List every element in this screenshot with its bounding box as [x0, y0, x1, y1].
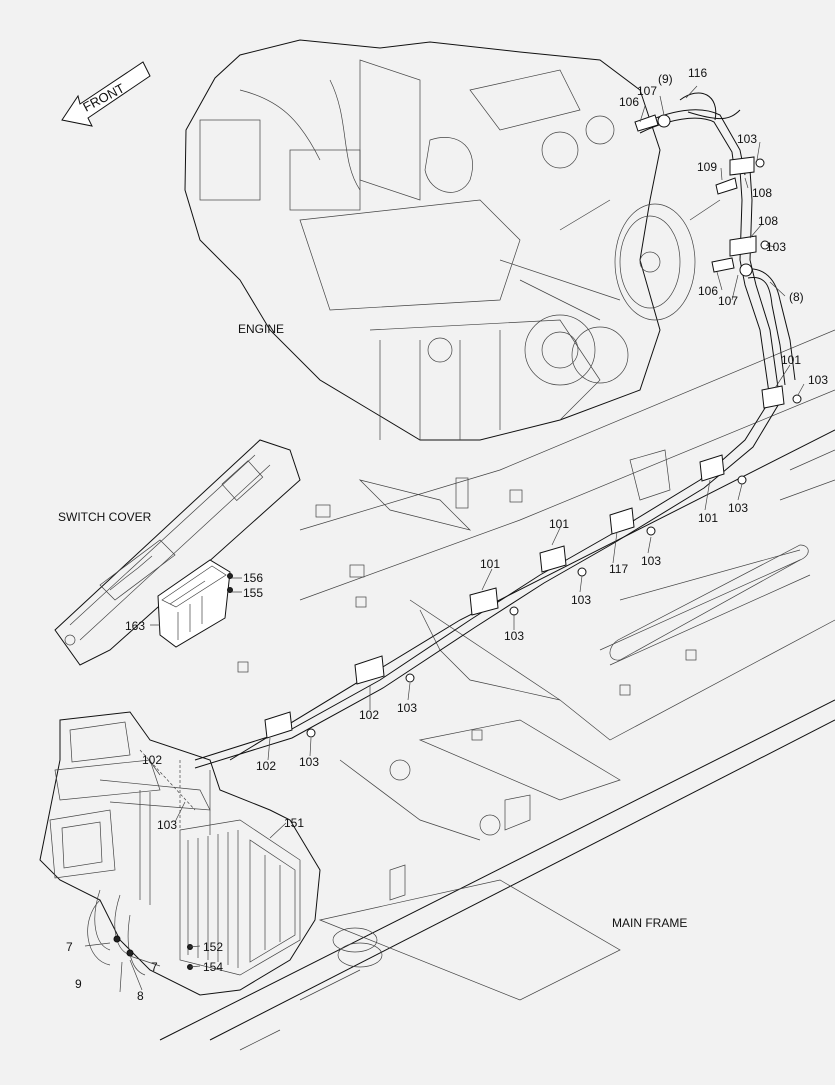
callout-103-heater: 103 — [157, 818, 177, 832]
callout-163: 163 — [125, 619, 145, 633]
front-arrow: FRONT — [61, 61, 151, 127]
callout-151: 151 — [284, 816, 304, 830]
callout-103-top: 103 — [737, 132, 757, 146]
callout-154: 154 — [203, 960, 223, 974]
callout-108-lower: 108 — [758, 214, 778, 228]
callout-101-left: 101 — [480, 557, 500, 571]
callout-103-center-right: 103 — [641, 554, 661, 568]
front-label: FRONT — [80, 80, 127, 114]
callout-106-top: 106 — [619, 95, 639, 109]
callout-116: 116 — [688, 66, 707, 80]
engine-drawing: ENGINE — [184, 39, 721, 441]
heater-hose — [194, 92, 796, 769]
callout-155: 155 — [243, 586, 263, 600]
callout-103-center: 103 — [571, 593, 591, 607]
callout-101-right: 101 — [781, 353, 801, 367]
callout-102-heater: 102 — [142, 753, 162, 767]
engine-label: ENGINE — [238, 322, 284, 336]
callout-103-low: 103 — [299, 755, 319, 769]
main-frame-drawing: MAIN FRAME — [159, 329, 835, 1051]
callout-156: 156 — [243, 571, 263, 585]
leader-lines — [84, 85, 805, 993]
callout-103-center-left: 103 — [504, 629, 524, 643]
callout-103-lower-mid: 103 — [397, 701, 417, 715]
callout-101-mid-right: 101 — [698, 511, 718, 525]
callout-102-mid: 102 — [359, 708, 379, 722]
callout-102-low: 102 — [256, 759, 276, 773]
callout-103-mid-right: 103 — [728, 501, 748, 515]
callout-9: 9 — [75, 977, 82, 991]
callout-109: 109 — [697, 160, 717, 174]
callout-152: 152 — [203, 940, 223, 954]
callout-103-right: 103 — [808, 373, 828, 387]
callouts: 116 (9) 107 106 103 109 108 108 103 106 … — [66, 66, 828, 1003]
switch-cover-drawing: SWITCH COVER — [54, 439, 301, 666]
hose-clamps — [264, 114, 802, 739]
callout-7-left: 7 — [66, 940, 73, 954]
callout-8: 8 — [137, 989, 144, 1003]
callout-108-upper: 108 — [752, 186, 772, 200]
callout-101-center: 101 — [549, 517, 569, 531]
callout-107-top: 107 — [637, 84, 657, 98]
callout-103-upper-mid: 103 — [766, 240, 786, 254]
callout-8-ref: (8) — [789, 290, 804, 304]
callout-9-ref: (9) — [658, 72, 673, 86]
callout-7-right: 7 — [151, 960, 158, 974]
switch-cover-label: SWITCH COVER — [58, 510, 152, 524]
callout-107-mid: 107 — [718, 294, 738, 308]
main-frame-label: MAIN FRAME — [612, 916, 687, 930]
heater-unit-drawing — [39, 711, 321, 996]
callout-117: 117 — [609, 562, 628, 576]
callout-106-mid: 106 — [698, 284, 718, 298]
